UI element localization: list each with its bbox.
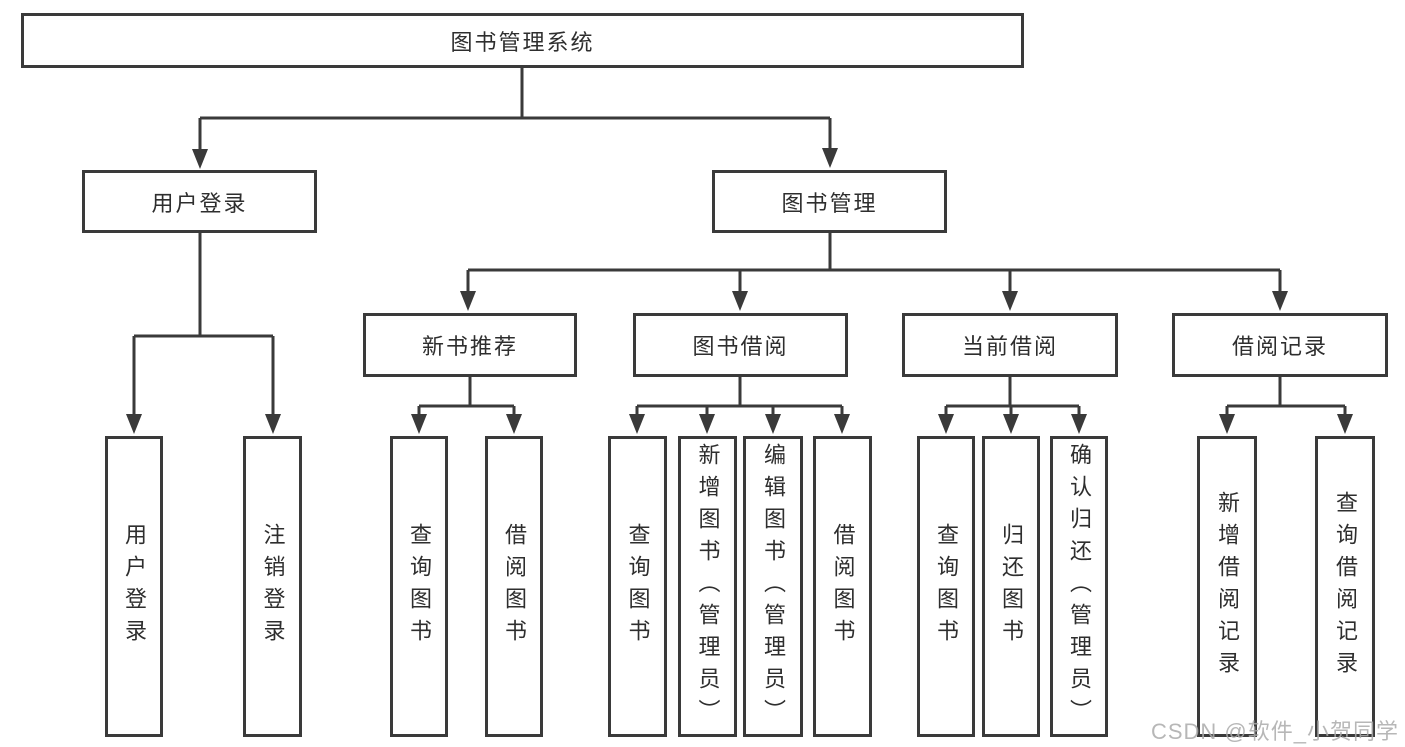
connector-borrow-records-subtree <box>1219 377 1353 434</box>
connector-path <box>132 233 275 419</box>
leaf-bb-query-books: 查询图书 <box>608 436 667 737</box>
node-label: 新增借阅记录 <box>1215 490 1240 683</box>
connector-user-login-subtree <box>126 233 281 434</box>
leaf-bb-add-books-admin: 新增图书（管理员） <box>678 436 737 737</box>
node-label: 查询图书 <box>407 522 432 651</box>
arrowhead-icon <box>460 291 476 311</box>
arrowhead-icon <box>699 414 715 434</box>
arrowhead-icon <box>1272 291 1288 311</box>
node-new-book-recommendation: 新书推荐 <box>363 313 577 377</box>
node-label: 确认归还（管理员） <box>1067 442 1092 731</box>
node-label: 注销登录 <box>260 522 286 651</box>
connector-book-management-to-level2 <box>460 233 1288 311</box>
node-label: 查询图书 <box>625 522 651 651</box>
leaf-cb-return-books: 归还图书 <box>982 436 1040 737</box>
arrowhead-icon <box>938 414 954 434</box>
leaf-bb-edit-books-admin: 编辑图书（管理员） <box>743 436 803 737</box>
node-borrowing-records: 借阅记录 <box>1172 313 1388 377</box>
leaf-nb-query-books: 查询图书 <box>390 436 448 737</box>
arrowhead-icon <box>506 414 522 434</box>
node-label: 借阅图书 <box>830 522 856 651</box>
connector-current-borrow-subtree <box>938 377 1087 434</box>
arrowhead-icon <box>1337 414 1353 434</box>
node-label: 图书管理系统 <box>450 29 595 55</box>
arrowhead-icon <box>1219 414 1235 434</box>
leaf-logout: 注销登录 <box>243 436 302 737</box>
arrowhead-icon <box>411 414 427 434</box>
node-label: 当前借阅 <box>961 334 1058 359</box>
node-label: 新增图书（管理员） <box>695 442 721 731</box>
leaf-bb-borrow-books: 借阅图书 <box>813 436 872 737</box>
arrowhead-icon <box>192 149 208 169</box>
arrowhead-icon <box>834 414 850 434</box>
leaf-cb-confirm-return-admin: 确认归还（管理员） <box>1050 436 1108 737</box>
arrowhead-icon <box>126 414 142 434</box>
connector-new-book-subtree <box>411 377 522 434</box>
connector-book-borrow-subtree <box>629 377 850 434</box>
node-book-borrowing: 图书借阅 <box>633 313 848 377</box>
watermark: CSDN @软件_小贺同学 <box>1150 719 1399 744</box>
node-current-borrowing: 当前借阅 <box>902 313 1118 377</box>
leaf-cb-query-books: 查询图书 <box>917 436 975 737</box>
node-label: 用户登录 <box>122 522 147 651</box>
leaf-br-query-record: 查询借阅记录 <box>1315 436 1375 737</box>
connector-root-to-level1 <box>192 68 838 169</box>
node-label: 归还图书 <box>999 522 1024 651</box>
arrowhead-icon <box>765 414 781 434</box>
node-label: 图书借阅 <box>692 334 789 359</box>
node-label: 新书推荐 <box>421 334 518 359</box>
arrowhead-icon <box>629 414 645 434</box>
arrowhead-icon <box>265 414 281 434</box>
node-label: 借阅记录 <box>1231 334 1328 359</box>
arrowhead-icon <box>1003 414 1019 434</box>
node-user-login: 用户登录 <box>82 170 317 233</box>
arrowhead-icon <box>732 291 748 311</box>
leaf-nb-borrow-books: 借阅图书 <box>485 436 543 737</box>
node-root: 图书管理系统 <box>21 13 1024 68</box>
connector-path <box>466 233 1282 297</box>
node-label: 借阅图书 <box>502 522 527 651</box>
connector-path <box>1225 377 1347 419</box>
connector-path <box>417 377 516 419</box>
node-label: 图书管理 <box>781 190 878 216</box>
node-label: 查询借阅记录 <box>1333 490 1358 683</box>
arrowhead-icon <box>1002 291 1018 311</box>
node-label: 查询图书 <box>934 522 959 651</box>
node-label: 用户登录 <box>151 190 248 216</box>
leaf-br-add-record: 新增借阅记录 <box>1197 436 1257 737</box>
connector-path <box>944 377 1081 419</box>
connector-path <box>635 377 844 419</box>
node-book-management: 图书管理 <box>712 170 947 233</box>
leaf-user-login: 用户登录 <box>105 436 163 737</box>
node-label: 编辑图书（管理员） <box>761 442 786 731</box>
arrowhead-icon <box>822 148 838 168</box>
arrowhead-icon <box>1071 414 1087 434</box>
connector-path <box>198 68 832 154</box>
